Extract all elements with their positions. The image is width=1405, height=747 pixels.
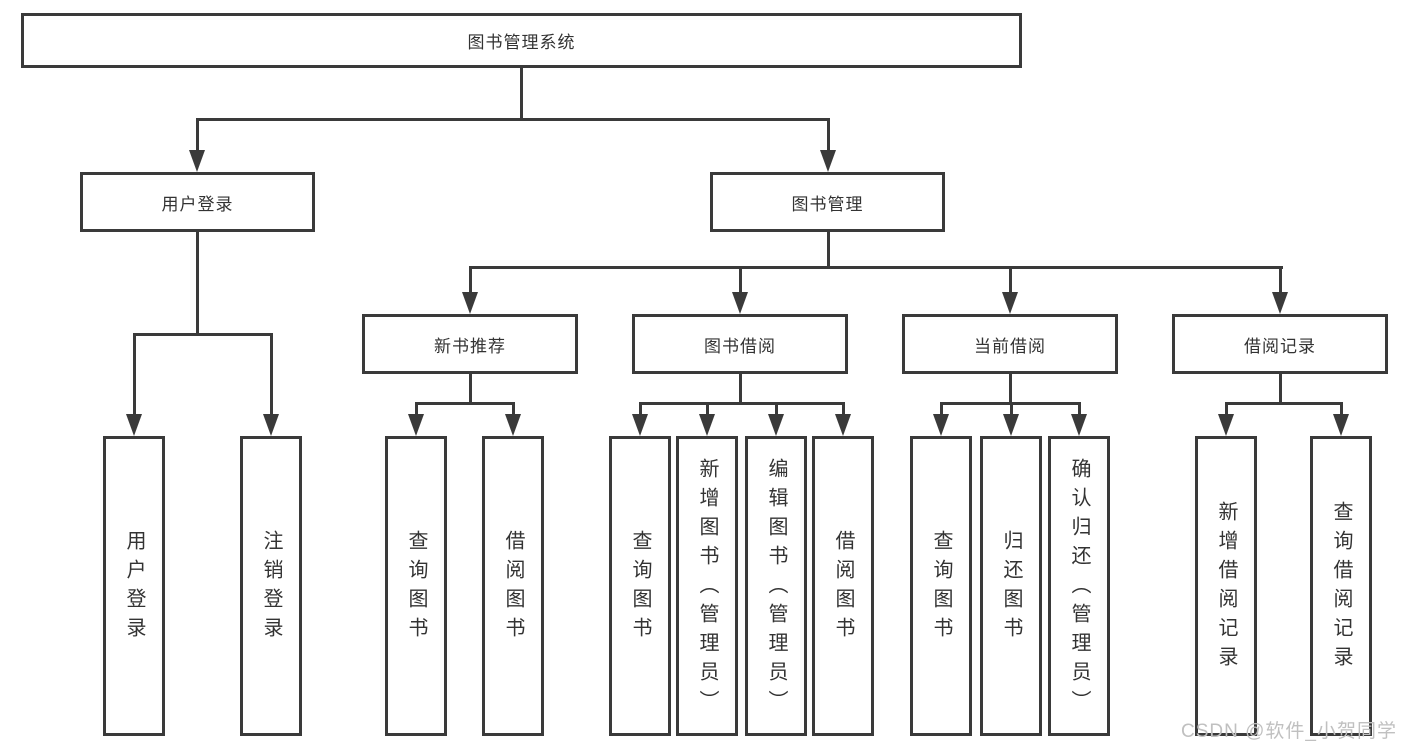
node-box-new-book-recommend: 新书推荐 <box>362 314 578 374</box>
arrow-down-icon <box>732 292 748 314</box>
arrow-down-icon <box>1002 292 1018 314</box>
connector-line <box>639 402 845 405</box>
connector-line <box>827 232 830 268</box>
connector-line <box>1010 402 1013 416</box>
connector-line <box>1009 374 1012 404</box>
leaf-box-user-login: 用户登录 <box>103 436 165 736</box>
connector-line <box>133 333 136 416</box>
connector-line <box>196 118 199 152</box>
leaf-box-logout: 注销登录 <box>240 436 302 736</box>
csdn-watermark: CSDN @软件_小贺同学 <box>1181 721 1397 742</box>
leaf-box-query-books-current: 查询图书 <box>910 436 972 736</box>
connector-line <box>133 333 273 336</box>
connector-line <box>270 333 273 416</box>
connector-line <box>1225 402 1228 416</box>
connector-line <box>469 266 1283 269</box>
arrow-down-icon <box>933 414 949 436</box>
arrow-down-icon <box>408 414 424 436</box>
connector-line <box>1225 402 1343 405</box>
connector-line <box>469 374 472 404</box>
leaf-box-add-books-admin: 新增图书（管理员） <box>676 436 738 736</box>
root-box-library-system: 图书管理系统 <box>21 13 1022 68</box>
connector-line <box>827 118 830 152</box>
arrow-down-icon <box>126 414 142 436</box>
node-box-borrow-records: 借阅记录 <box>1172 314 1388 374</box>
leaf-box-borrow-books: 借阅图书 <box>812 436 874 736</box>
arrow-down-icon <box>1003 414 1019 436</box>
connector-line <box>512 402 515 416</box>
leaf-box-return-books: 归还图书 <box>980 436 1042 736</box>
connector-line <box>739 374 742 404</box>
arrow-down-icon <box>462 292 478 314</box>
connector-line <box>1340 402 1343 416</box>
connector-line <box>415 402 515 405</box>
branch-box-book-management: 图书管理 <box>710 172 945 232</box>
connector-line <box>1279 266 1282 294</box>
arrow-down-icon <box>632 414 648 436</box>
arrow-down-icon <box>699 414 715 436</box>
connector-line <box>706 402 709 416</box>
connector-line <box>520 68 523 120</box>
connector-line <box>775 402 778 416</box>
arrow-down-icon <box>835 414 851 436</box>
leaf-box-edit-books-admin: 编辑图书（管理员） <box>745 436 807 736</box>
connector-line <box>940 402 943 416</box>
node-box-current-borrow: 当前借阅 <box>902 314 1118 374</box>
arrow-down-icon <box>1333 414 1349 436</box>
leaf-box-borrow-books-recommend: 借阅图书 <box>482 436 544 736</box>
arrow-down-icon <box>1071 414 1087 436</box>
arrow-down-icon <box>768 414 784 436</box>
connector-line <box>415 402 418 416</box>
connector-line <box>639 402 642 416</box>
leaf-box-add-borrow-record: 新增借阅记录 <box>1195 436 1257 736</box>
connector-line <box>196 118 830 121</box>
connector-line <box>1078 402 1081 416</box>
arrow-down-icon <box>820 150 836 172</box>
node-box-book-borrow: 图书借阅 <box>632 314 848 374</box>
connector-line <box>1279 374 1282 404</box>
arrow-down-icon <box>263 414 279 436</box>
arrow-down-icon <box>1218 414 1234 436</box>
leaf-box-query-books-recommend: 查询图书 <box>385 436 447 736</box>
leaf-box-confirm-return-admin: 确认归还（管理员） <box>1048 436 1110 736</box>
connector-line <box>469 266 472 294</box>
leaf-box-query-borrow-record: 查询借阅记录 <box>1310 436 1372 736</box>
connector-line <box>842 402 845 416</box>
arrow-down-icon <box>1272 292 1288 314</box>
arrow-down-icon <box>189 150 205 172</box>
branch-box-user-login: 用户登录 <box>80 172 315 232</box>
leaf-box-query-books-borrow: 查询图书 <box>609 436 671 736</box>
connector-line <box>739 266 742 294</box>
arrow-down-icon <box>505 414 521 436</box>
connector-line <box>196 232 199 335</box>
connector-line <box>1009 266 1012 294</box>
